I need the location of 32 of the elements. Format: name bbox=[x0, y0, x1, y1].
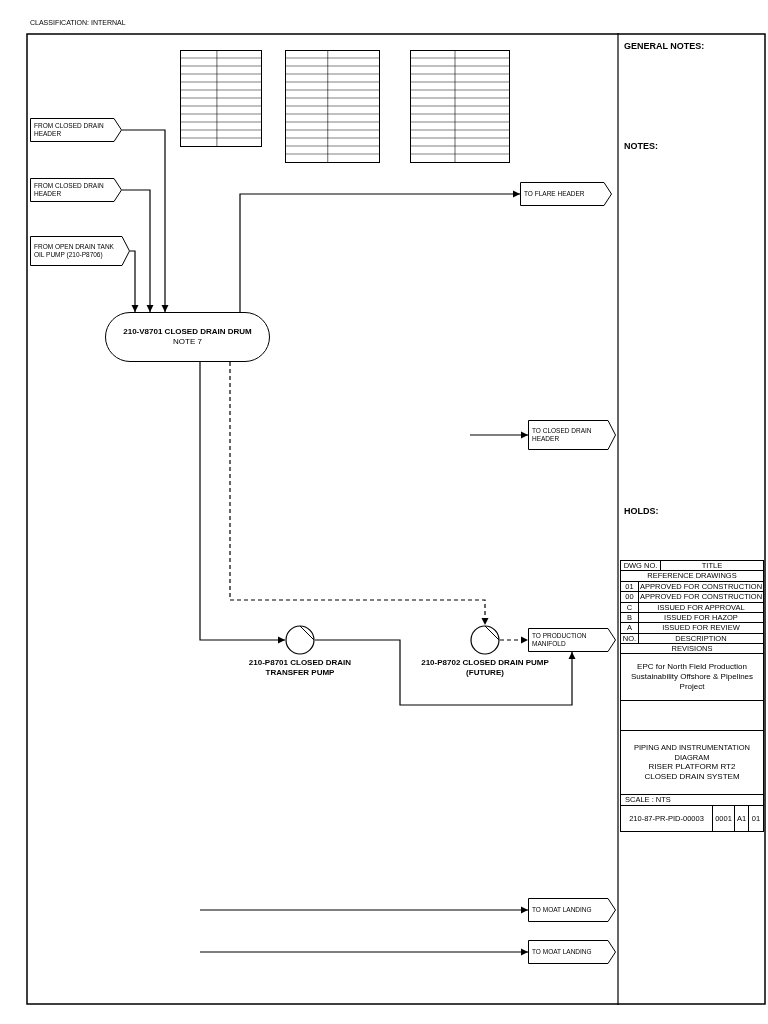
section-heading: HOLDS: bbox=[624, 505, 659, 518]
drum-vessel bbox=[105, 312, 270, 362]
process-line bbox=[121, 189, 154, 313]
process-line bbox=[314, 639, 576, 706]
off-page-connector bbox=[528, 628, 616, 652]
pump-symbol bbox=[285, 625, 315, 655]
section-heading: GENERAL NOTES: bbox=[624, 40, 705, 53]
title-block-text: EPC for North Field Production Sustainability Offshore & Pipelines Project bbox=[630, 662, 754, 692]
pump-symbol bbox=[470, 625, 500, 655]
process-line bbox=[499, 636, 529, 644]
vessel-label: 210-V8701 CLOSED DRAIN DRUM bbox=[123, 327, 252, 337]
process-line bbox=[239, 190, 521, 313]
equipment-label: 210-P8701 CLOSED DRAIN TRANSFER PUMP bbox=[247, 658, 353, 678]
equipment-label: 210-P8702 CLOSED DRAIN PUMP (FUTURE) bbox=[420, 658, 550, 678]
off-page-connector bbox=[30, 178, 122, 202]
process-line bbox=[199, 361, 286, 644]
process-line bbox=[229, 361, 489, 626]
off-page-connector bbox=[528, 420, 616, 450]
off-page-connector bbox=[30, 118, 122, 142]
off-page-connector bbox=[528, 898, 616, 922]
off-page-connector bbox=[528, 940, 616, 964]
process-line bbox=[121, 129, 169, 313]
process-line bbox=[129, 250, 139, 313]
process-line bbox=[199, 948, 529, 956]
title-block-text: CLOSED DRAIN SYSTEM bbox=[644, 772, 740, 783]
process-line bbox=[199, 906, 529, 914]
process-line bbox=[469, 431, 529, 439]
off-page-connector bbox=[520, 182, 612, 206]
vessel-label: NOTE 7 bbox=[173, 337, 202, 347]
section-heading: NOTES: bbox=[624, 140, 658, 153]
off-page-connector bbox=[30, 236, 130, 266]
title-block-text: RISER PLATFORM RT2 bbox=[648, 762, 736, 773]
